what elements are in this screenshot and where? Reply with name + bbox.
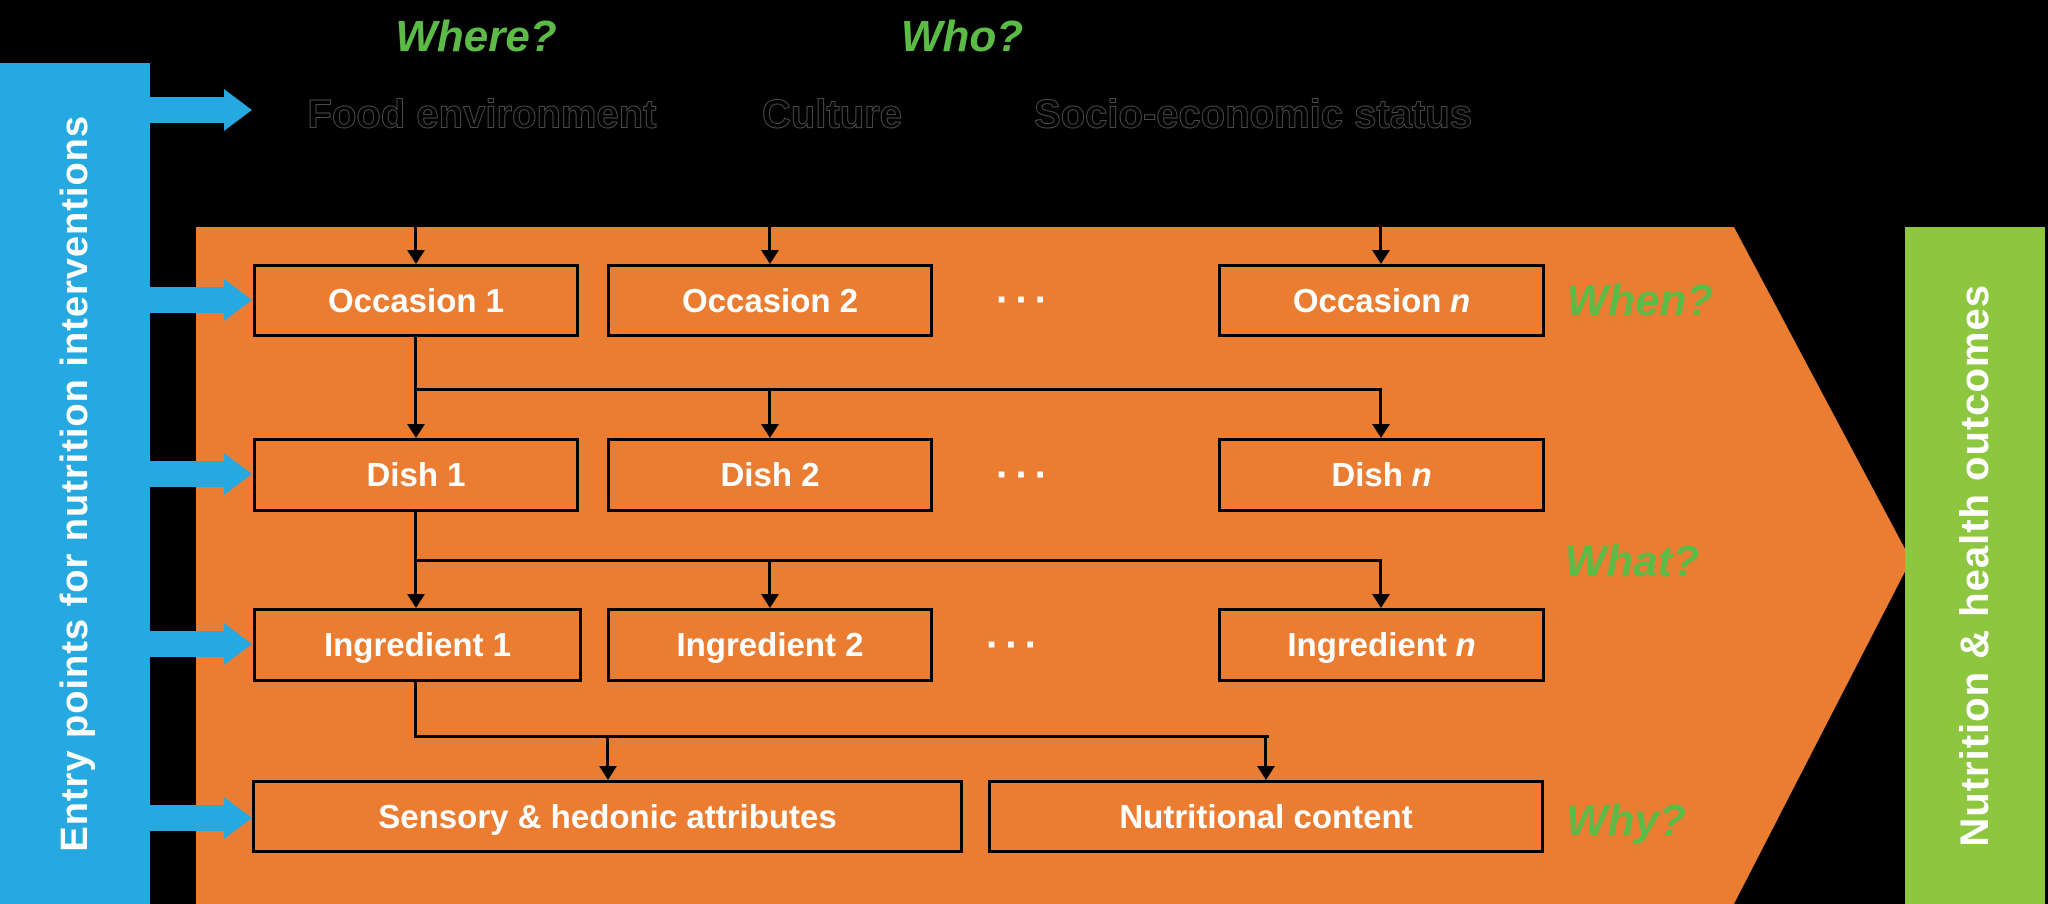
entry-arrow-icon [224,797,252,839]
entry-arrow-icon [224,453,252,495]
box-dish-2: Dish 2 [607,438,933,512]
arrow-down-icon [761,594,779,608]
entry-arrow-shaft [150,97,224,123]
connector-line [1379,227,1382,250]
question-when: When? [1566,276,1714,325]
arrow-down-icon [1257,766,1275,780]
question-what: What? [1564,537,1700,586]
entry-arrow-icon [224,89,252,131]
outcome-bar: Nutrition & health outcomes [1905,227,2045,904]
arrow-down-icon [1372,424,1390,438]
connector-line [1379,391,1382,424]
arrow-down-icon [407,250,425,264]
connector-line [414,512,417,561]
box-dish-1: Dish 1 [253,438,579,512]
connector-line [1379,562,1382,594]
connector-line [414,735,1269,738]
connector-line [414,559,1382,562]
entry-arrow-shaft [150,631,224,657]
arrow-down-icon [407,424,425,438]
ellipsis: ··· [986,623,1044,667]
arrow-down-icon [761,424,779,438]
connector-line [414,337,417,391]
box-nutritional-content: Nutritional content [988,780,1544,853]
connector-line [414,391,417,424]
box-ingredient-1: Ingredient 1 [253,608,582,682]
arrow-down-icon [1372,594,1390,608]
question-who: Who? [900,12,1024,61]
box-occasion-1: Occasion 1 [253,264,579,337]
context-food-environment: Food environment [307,92,657,137]
box-occasion-2: Occasion 2 [607,264,933,337]
connector-line [768,391,771,424]
entry-arrow-icon [224,279,252,321]
connector-line [414,388,1382,391]
entry-arrow-shaft [150,461,224,487]
question-where: Where? [395,12,557,61]
connector-line [606,738,609,767]
connector-line [414,227,417,250]
entry-arrow-icon [224,623,252,665]
arrow-down-icon [761,250,779,264]
context-culture: Culture [762,92,903,137]
context-socio-economic-status: Socio-economic status [1034,92,1473,137]
arrow-down-icon [599,766,617,780]
entry-bar: Entry points for nutrition interventions [0,63,150,904]
ellipsis: ··· [996,278,1054,322]
entry-arrow-shaft [150,805,224,831]
connector-line [768,562,771,594]
outcome-bar-label: Nutrition & health outcomes [1952,284,1997,847]
ellipsis: ··· [996,453,1054,497]
entry-bar-label: Entry points for nutrition interventions [53,115,96,852]
arrow-down-icon [1372,250,1390,264]
box-sensory-hedonic-attributes: Sensory & hedonic attributes [252,780,963,853]
connector-line [1264,738,1267,767]
connector-line [768,227,771,250]
connector-line [414,562,417,594]
arrow-down-icon [407,594,425,608]
connector-line [414,682,417,738]
flow-arrow-shape [196,227,1911,904]
entry-arrow-shaft [150,287,224,313]
question-why: Why? [1566,796,1686,845]
box-ingredient-2: Ingredient 2 [607,608,933,682]
